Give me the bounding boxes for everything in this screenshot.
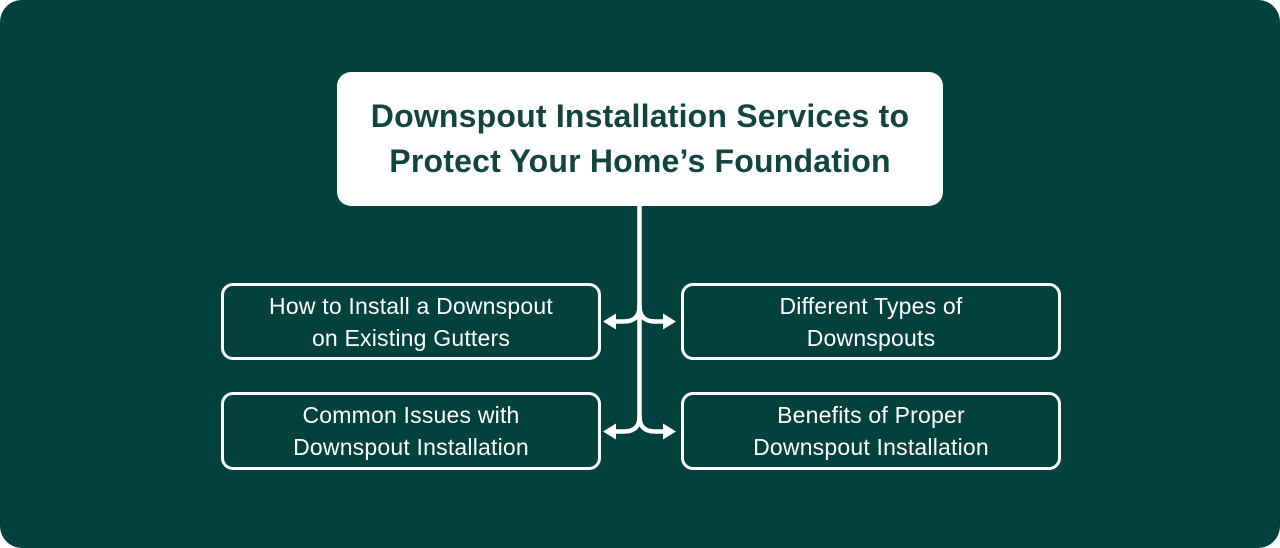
- node-label-line: Downspout Installation: [753, 434, 989, 460]
- node-label-line: Downspout Installation: [293, 434, 529, 460]
- node-label-line: How to Install a Downspout: [269, 292, 553, 319]
- node-label-line: Common Issues with: [302, 402, 520, 428]
- arrow-left-icon: [603, 423, 616, 440]
- connector-branch-bottom-left: [611, 414, 642, 434]
- node-label-line: Downspouts: [806, 324, 936, 351]
- title-box: Downspout Installation Services to Prote…: [337, 72, 943, 206]
- connector-branch-top-left: [611, 303, 642, 324]
- page-title-line-2: Protect Your Home’s Foundation: [389, 143, 891, 179]
- arrow-right-icon: [663, 313, 676, 330]
- node-common-issues: Common Issues with Downspout Installatio…: [221, 392, 601, 470]
- connector-branch-top-right: [637, 303, 668, 324]
- node-benefits: Benefits of Proper Downspout Installatio…: [681, 392, 1061, 470]
- arrow-right-icon: [663, 423, 676, 440]
- connector-branch-bottom-right: [637, 414, 668, 434]
- page-title-line-1: Downspout Installation Services to: [370, 98, 910, 134]
- node-label-line: on Existing Gutters: [311, 324, 511, 351]
- node-different-types: Different Types of Downspouts: [681, 283, 1061, 360]
- node-label-line: Benefits of Proper: [777, 402, 965, 428]
- arrow-left-icon: [603, 313, 616, 330]
- node-label-line: Different Types of: [779, 292, 963, 319]
- node-how-to-install: How to Install a Downspout on Existing G…: [221, 283, 601, 360]
